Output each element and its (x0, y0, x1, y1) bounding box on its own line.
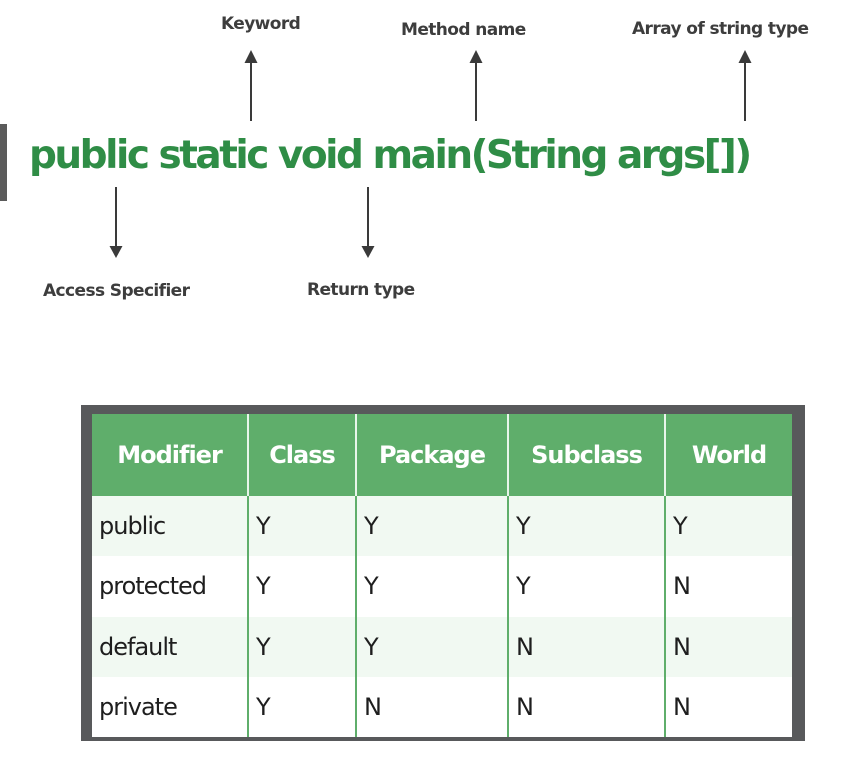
access-table-frame: Modifier Class Package Subclass World pu… (81, 405, 805, 741)
table-row: protected Y Y Y N (92, 556, 792, 617)
label-return-type: Return type (307, 280, 415, 300)
annotation-arrows (109, 50, 752, 258)
cell-package: N (356, 676, 509, 737)
label-keyword: Keyword (221, 14, 301, 34)
arrow-access-specifier (109, 187, 123, 258)
table-row: private Y N N N (92, 676, 792, 737)
header-modifier: Modifier (92, 414, 249, 496)
header-subclass: Subclass (508, 414, 666, 496)
cell-subclass: N (508, 676, 666, 737)
arrow-method-name (469, 50, 483, 121)
cell-package: Y (356, 496, 509, 557)
cell-modifier: default (92, 616, 249, 677)
cell-class: Y (248, 616, 357, 677)
table-header-row: Modifier Class Package Subclass World (92, 414, 792, 496)
arrow-return-type (361, 187, 375, 258)
header-package: Package (356, 414, 509, 496)
arrow-keyword (244, 50, 258, 121)
header-world: World (665, 414, 792, 496)
cell-class: Y (248, 556, 357, 617)
table-row: default Y Y N N (92, 616, 792, 677)
cell-package: Y (356, 556, 509, 617)
arrow-array-type (738, 50, 752, 121)
cell-package: Y (356, 616, 509, 677)
header-class: Class (248, 414, 357, 496)
cell-modifier: protected (92, 556, 249, 617)
table-row: public Y Y Y Y (92, 496, 792, 557)
method-signature: public static void main(String args[]) (29, 133, 752, 178)
label-array-type: Array of string type (632, 19, 809, 39)
cell-world: N (665, 616, 792, 677)
cell-modifier: private (92, 676, 249, 737)
label-method-name: Method name (401, 20, 526, 40)
cell-subclass: N (508, 616, 666, 677)
cell-class: Y (248, 496, 357, 557)
cell-class: Y (248, 676, 357, 737)
cell-world: N (665, 556, 792, 617)
cell-subclass: Y (508, 496, 666, 557)
cell-world: Y (665, 496, 792, 557)
cell-world: N (665, 676, 792, 737)
access-modifier-table: Modifier Class Package Subclass World pu… (92, 414, 792, 737)
left-edge-bar (0, 124, 7, 201)
cell-modifier: public (92, 496, 249, 557)
label-access-specifier: Access Specifier (43, 281, 190, 301)
cell-subclass: Y (508, 556, 666, 617)
